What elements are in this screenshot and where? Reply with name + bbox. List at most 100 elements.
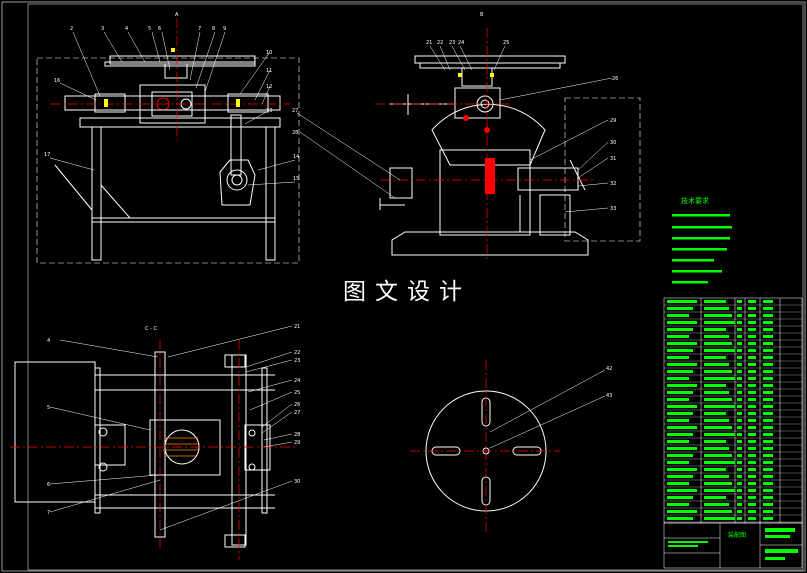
parts-cell-mark bbox=[667, 349, 693, 352]
callout-26-top: 26 bbox=[294, 402, 300, 408]
parts-cell-mark bbox=[737, 489, 742, 492]
parts-cell-mark bbox=[737, 503, 742, 506]
parts-cell-mark bbox=[763, 454, 773, 457]
parts-cell-mark bbox=[763, 503, 773, 506]
parts-cell-mark bbox=[748, 335, 756, 338]
watermark-text: 图文设计 bbox=[343, 279, 471, 305]
parts-cell-mark bbox=[667, 321, 697, 324]
parts-cell-mark bbox=[763, 426, 773, 429]
parts-cell-mark bbox=[748, 377, 756, 380]
parts-cell-mark bbox=[763, 321, 773, 324]
parts-cell-mark bbox=[737, 328, 742, 331]
parts-cell-mark bbox=[748, 510, 756, 513]
parts-cell-mark bbox=[737, 419, 742, 422]
parts-cell-mark bbox=[737, 468, 742, 471]
top-view bbox=[14, 351, 275, 548]
parts-cell-mark bbox=[704, 412, 726, 415]
parts-cell-mark bbox=[667, 363, 697, 366]
callout-3: 3 bbox=[101, 26, 104, 32]
parts-cell-mark bbox=[667, 307, 693, 310]
parts-cell-mark bbox=[763, 433, 773, 436]
callout-25: 25 bbox=[503, 40, 509, 46]
section-label-top: A bbox=[175, 12, 179, 18]
side-view-leaders bbox=[296, 45, 613, 213]
parts-cell-mark bbox=[704, 496, 726, 499]
parts-cell-mark bbox=[748, 405, 756, 408]
parts-cell-mark bbox=[748, 468, 756, 471]
parts-cell-mark bbox=[667, 433, 693, 436]
top-view-callouts: 4 5 21 22 23 24 25 26 27 28 29 30 6 7 C … bbox=[47, 324, 300, 516]
parts-cell-mark bbox=[763, 391, 773, 394]
parts-cell-mark bbox=[763, 342, 773, 345]
parts-cell-mark bbox=[704, 440, 726, 443]
callout-21: 21 bbox=[426, 40, 432, 46]
front-view bbox=[36, 55, 300, 264]
callout-5: 5 bbox=[148, 26, 151, 32]
parts-cell-mark bbox=[704, 321, 735, 324]
callout-5-top: 5 bbox=[47, 405, 50, 411]
parts-cell-mark bbox=[704, 398, 732, 401]
parts-cell-mark bbox=[704, 335, 729, 338]
parts-cell-mark bbox=[704, 328, 726, 331]
front-view-leaders bbox=[49, 31, 296, 186]
parts-cell-mark bbox=[737, 454, 742, 457]
callout-7: 7 bbox=[198, 26, 201, 32]
parts-cell-mark bbox=[763, 384, 773, 387]
parts-cell-mark bbox=[704, 300, 726, 303]
parts-cell-mark bbox=[737, 384, 742, 387]
parts-cell-mark bbox=[667, 356, 689, 359]
parts-cell-mark bbox=[704, 370, 732, 373]
parts-cell-mark bbox=[748, 496, 756, 499]
callout-22-top: 22 bbox=[294, 350, 300, 356]
callout-12: 12 bbox=[266, 84, 272, 90]
callout-8: 8 bbox=[212, 26, 215, 32]
parts-cell-mark bbox=[704, 517, 735, 520]
parts-cell-mark bbox=[704, 342, 732, 345]
parts-cell-mark bbox=[763, 510, 773, 513]
parts-cell-mark bbox=[763, 307, 773, 310]
parts-cell-mark bbox=[737, 426, 742, 429]
parts-cell-mark bbox=[763, 356, 773, 359]
parts-cell-mark bbox=[704, 510, 732, 513]
top-view-centerlines bbox=[10, 340, 295, 560]
parts-cell-mark bbox=[748, 363, 756, 366]
requirements-lines bbox=[672, 214, 732, 284]
parts-cell-mark bbox=[763, 496, 773, 499]
callout-24: 24 bbox=[458, 40, 464, 46]
parts-cell-mark bbox=[763, 335, 773, 338]
parts-cell-mark bbox=[737, 370, 742, 373]
parts-cell-mark bbox=[704, 468, 726, 471]
callout-27-top: 27 bbox=[294, 410, 300, 416]
side-view-centerlines bbox=[375, 28, 595, 262]
title-block-fill bbox=[668, 528, 798, 560]
parts-cell-mark bbox=[667, 489, 697, 492]
callout-10: 10 bbox=[266, 50, 272, 56]
parts-cell-mark bbox=[737, 314, 742, 317]
parts-cell-mark bbox=[737, 461, 742, 464]
parts-cell-mark bbox=[704, 482, 732, 485]
parts-cell-mark bbox=[748, 370, 756, 373]
parts-cell-mark bbox=[737, 405, 742, 408]
parts-cell-mark bbox=[748, 461, 756, 464]
parts-cell-mark bbox=[737, 510, 742, 513]
parts-cell-mark bbox=[737, 307, 742, 310]
parts-list-fill bbox=[667, 300, 773, 520]
parts-cell-mark bbox=[748, 440, 756, 443]
parts-cell-mark bbox=[667, 370, 693, 373]
parts-list bbox=[663, 297, 803, 524]
parts-cell-mark bbox=[763, 405, 773, 408]
side-view-accents bbox=[463, 115, 495, 194]
top-view-leaders bbox=[49, 325, 293, 531]
parts-cell-mark bbox=[704, 426, 732, 429]
parts-cell-mark bbox=[763, 440, 773, 443]
callout-33: 33 bbox=[610, 206, 616, 212]
parts-cell-mark bbox=[704, 307, 729, 310]
section-label-b: B bbox=[480, 12, 484, 18]
parts-cell-mark bbox=[748, 307, 756, 310]
callout-11: 11 bbox=[266, 68, 272, 74]
parts-cell-mark bbox=[763, 461, 773, 464]
parts-cell-mark bbox=[748, 328, 756, 331]
parts-cell-mark bbox=[763, 475, 773, 478]
parts-cell-mark bbox=[667, 314, 689, 317]
